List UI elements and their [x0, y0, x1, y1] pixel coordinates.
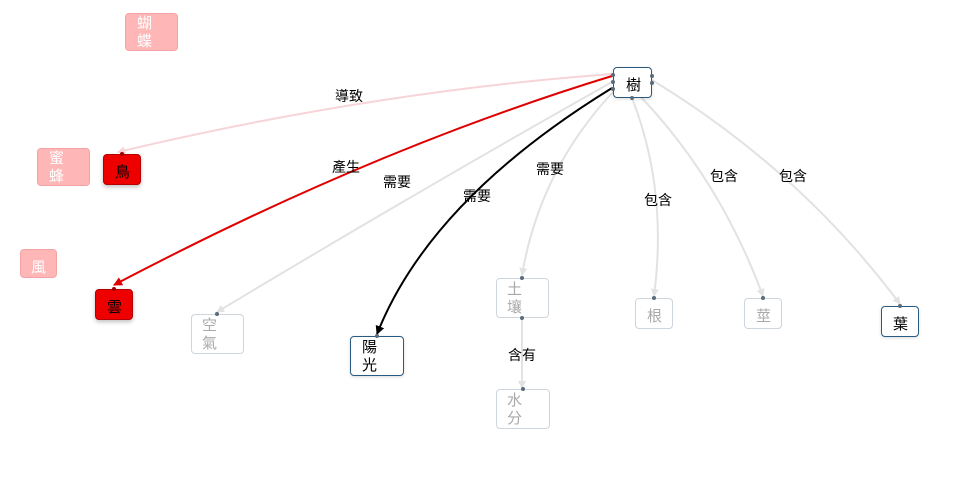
port-cloud-top[interactable]	[112, 287, 116, 291]
edge-label-produce: 產生	[332, 160, 360, 176]
node-leaf[interactable]: 葉	[881, 306, 919, 337]
port-tree-left-3[interactable]	[611, 87, 615, 91]
node-root[interactable]: 根	[635, 298, 673, 329]
port-soil-top[interactable]	[520, 276, 524, 280]
edge-tree-cloud	[113, 75, 613, 286]
edge-tree-root	[631, 97, 659, 297]
port-tree-bottom[interactable]	[630, 96, 634, 100]
edge-label-need-air: 需要	[383, 175, 411, 191]
port-root-top[interactable]	[652, 296, 656, 300]
node-root-label: 根	[647, 307, 663, 325]
port-stem-top[interactable]	[761, 296, 765, 300]
edge-tree-bird	[117, 73, 613, 155]
node-air[interactable]: 空氣	[191, 314, 244, 354]
edge-label-need-soil: 需要	[536, 162, 564, 178]
node-wind-label: 風	[31, 258, 47, 276]
edge-label-need-sun: 需要	[463, 189, 491, 205]
port-tree-left-2[interactable]	[611, 80, 615, 84]
node-soil[interactable]: 土壤	[496, 278, 549, 318]
edge-label-include-leaf: 包含	[779, 169, 807, 185]
port-bird-top[interactable]	[120, 152, 124, 156]
node-cloud-label: 雲	[107, 298, 123, 316]
node-stem[interactable]: 莖	[744, 298, 782, 329]
node-sunlight[interactable]: 陽光	[350, 336, 404, 376]
edge-label-cause: 導致	[335, 89, 363, 105]
edge-tree-stem	[639, 95, 765, 297]
node-bee[interactable]: 蜜蜂	[37, 148, 90, 186]
edge-tree-sunlight	[375, 87, 613, 335]
node-soil-label: 土壤	[507, 280, 523, 316]
node-sunlight-label: 陽光	[362, 338, 378, 374]
node-cloud[interactable]: 雲	[95, 289, 133, 320]
port-sunlight-top[interactable]	[375, 334, 379, 338]
node-bird-label: 鳥	[115, 163, 131, 181]
node-tree-label: 樹	[626, 76, 642, 94]
edge-tree-leaf	[651, 79, 901, 305]
port-tree-right-1[interactable]	[650, 74, 654, 78]
edge-label-include-root: 包含	[644, 193, 672, 209]
port-tree-left-1[interactable]	[611, 73, 615, 77]
node-leaf-label: 葉	[893, 315, 909, 333]
edge-tree-air	[216, 81, 613, 313]
node-butterfly-label: 蝴蝶	[137, 14, 153, 50]
node-bee-label: 蜜蜂	[49, 149, 65, 185]
port-air-top[interactable]	[215, 312, 219, 316]
edge-label-include-stem: 包含	[710, 169, 738, 185]
port-soil-bottom[interactable]	[520, 316, 524, 320]
edge-label-contain: 含有	[508, 348, 536, 364]
node-water[interactable]: 水分	[496, 389, 550, 429]
node-air-label: 空氣	[202, 316, 218, 352]
port-leaf-top[interactable]	[898, 304, 902, 308]
port-water-top[interactable]	[521, 387, 525, 391]
port-tree-right-2[interactable]	[650, 81, 654, 85]
node-stem-label: 莖	[756, 307, 772, 325]
node-tree[interactable]: 樹	[613, 67, 652, 98]
node-butterfly[interactable]: 蝴蝶	[125, 13, 178, 51]
node-wind[interactable]: 風	[20, 249, 57, 278]
edge-tree-soil	[519, 91, 614, 276]
node-water-label: 水分	[507, 391, 523, 427]
node-bird[interactable]: 鳥	[103, 154, 141, 185]
